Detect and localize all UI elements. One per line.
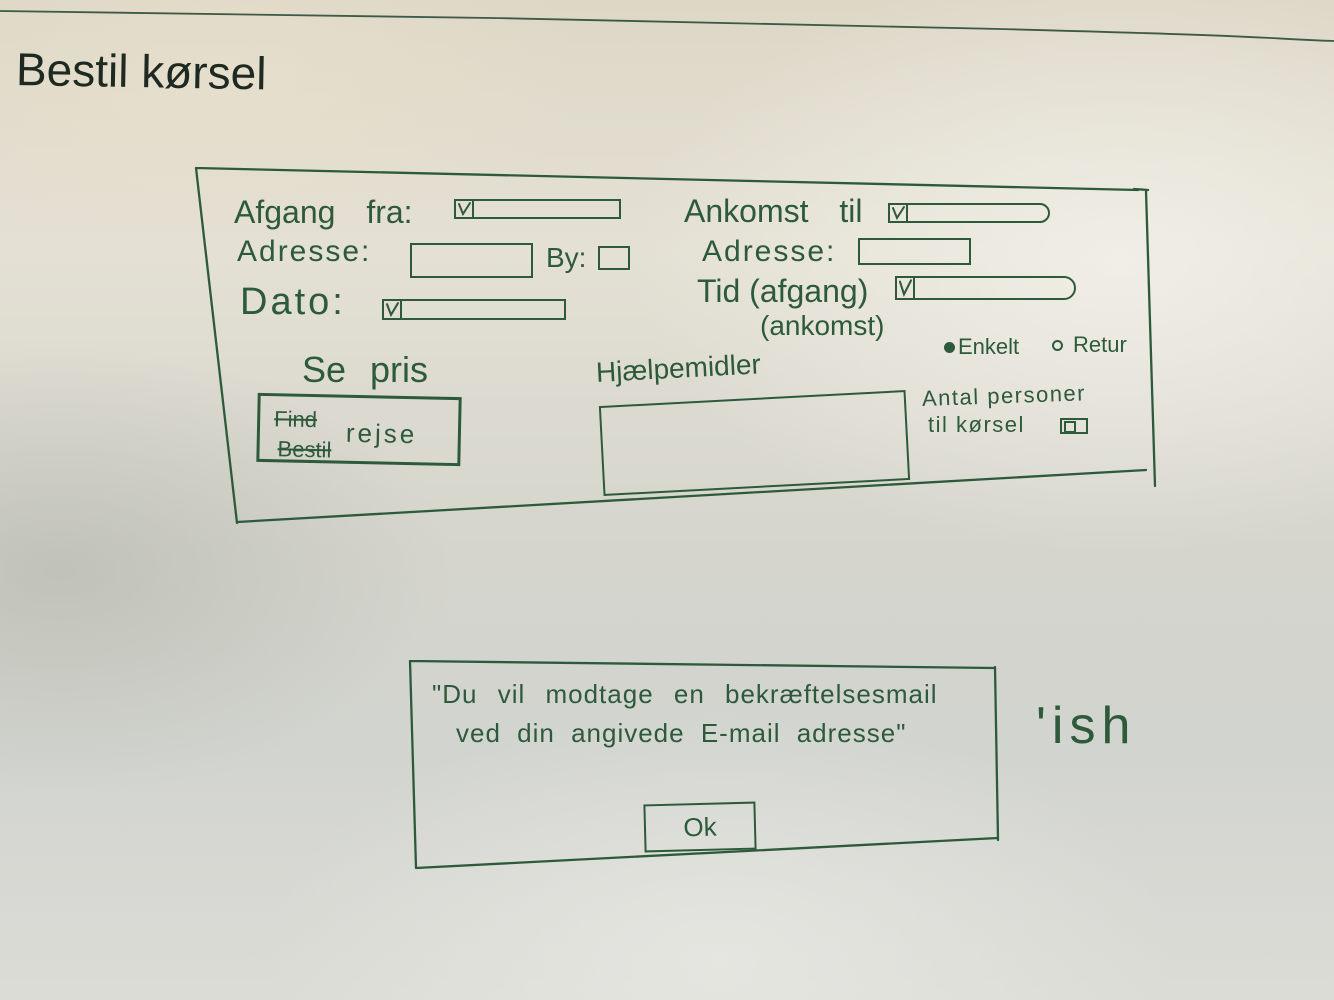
departure-from-label: Afgang fra: [234, 194, 413, 230]
ok-button[interactable]: Ok [643, 801, 757, 853]
radio-label: Enkelt [958, 334, 1020, 359]
arrival-to-field[interactable] [888, 203, 1050, 223]
date-field[interactable] [382, 299, 566, 320]
arrival-address-field[interactable] [858, 238, 971, 265]
city-label: By: [546, 242, 587, 273]
struck-button-label: Bestil [277, 436, 332, 463]
see-price-label: Se pris [302, 349, 429, 390]
button-label: rejse [345, 417, 418, 450]
departure-from-field[interactable] [454, 199, 621, 219]
aids-label: Hjælpemidler [595, 348, 762, 388]
radio-enkelt[interactable]: Enkelt [944, 336, 1019, 358]
radio-retur[interactable]: Retur [1052, 334, 1127, 356]
persons-count-field[interactable] [1060, 418, 1088, 434]
date-label: Dato: [240, 281, 346, 323]
departure-address-field[interactable] [410, 243, 533, 278]
radio-label: Retur [1073, 332, 1127, 357]
time-field[interactable] [895, 276, 1076, 300]
struck-button-label: Find [273, 406, 318, 433]
find-trip-button[interactable]: Find rejse Bestil [256, 392, 462, 467]
page-top-line [0, 10, 1334, 42]
checked-box-icon [456, 201, 474, 217]
time-label-alt: (ankomst) [760, 310, 885, 341]
checked-box-icon [384, 301, 402, 318]
persons-label-line2: til kørsel [928, 412, 1025, 437]
arrival-to-label: Ankomst til [684, 193, 863, 229]
checked-box-icon [897, 278, 915, 298]
persons-label-line1: Antal personer [921, 380, 1087, 411]
dialog-message-line: ved din angivede E-mail adresse" [456, 718, 907, 748]
margin-note: 'ish [1036, 697, 1137, 755]
aids-textarea[interactable] [598, 390, 911, 496]
ok-button-label: Ok [682, 811, 717, 842]
square-icon [1064, 421, 1076, 433]
radio-dot-icon [1052, 339, 1063, 351]
city-field[interactable] [598, 246, 630, 270]
radio-dot-icon [944, 341, 955, 353]
page-title: Bestil kørsel [15, 43, 267, 100]
checked-box-icon [890, 205, 908, 221]
arrival-address-label: Adresse: [702, 235, 837, 268]
dialog-message-line: "Du vil modtage en bekræftelsesmail [432, 679, 938, 709]
time-label: Tid (afgang) [697, 273, 869, 309]
departure-address-label: Adresse: [237, 235, 372, 268]
